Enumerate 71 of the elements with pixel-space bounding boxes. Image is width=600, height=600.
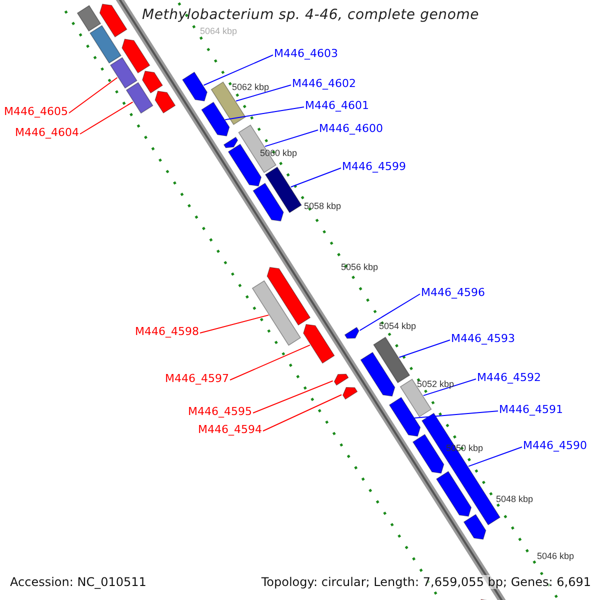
position-label: 5046 kbp (537, 551, 574, 562)
gene-feature (266, 266, 311, 326)
gene-label: M446_4603 (274, 47, 338, 61)
gene-block (264, 166, 302, 214)
leader-line (230, 344, 310, 380)
gene-feature (201, 102, 230, 136)
leader-line (224, 106, 304, 120)
gene-label: M446_4604 (15, 126, 79, 140)
gene-label: M446_4599 (342, 160, 406, 174)
leader-line (468, 446, 522, 467)
gene-feature (344, 326, 360, 339)
position-label: 5064 kbp (200, 26, 238, 37)
gene-label: M446_4593 (451, 332, 515, 346)
position-label: 5058 kbp (304, 201, 342, 212)
gene-feature (228, 144, 262, 186)
title: Methylobacterium sp. 4-46, complete genome (142, 8, 480, 22)
position-label: 5054 kbp (379, 321, 416, 332)
gene-label: M446_4591 (499, 403, 563, 417)
gene-feature (99, 4, 128, 38)
leader-line (203, 54, 274, 86)
leader-line (422, 378, 476, 396)
gene-feature (154, 90, 176, 114)
gene-label: M446_4598 (135, 325, 199, 339)
gene-block (76, 5, 102, 32)
leader-line (262, 394, 342, 432)
leader-line (414, 410, 498, 419)
leader-line (290, 168, 342, 188)
gene-label: M446_4596 (421, 286, 485, 300)
leader-line (264, 130, 318, 147)
leader-line (200, 314, 270, 334)
gene-block (90, 25, 122, 64)
gene-label: M446_4592 (477, 371, 541, 385)
gene-feature (122, 38, 150, 74)
position-label: 5052 kbp (417, 379, 454, 390)
gene-label: M446_4600 (319, 122, 383, 136)
leader-line (80, 102, 134, 134)
gene-feature (182, 72, 208, 102)
gene-feature (223, 136, 238, 148)
position-label: 5062 kbp (232, 82, 270, 93)
gene-feature (142, 70, 164, 94)
gene-feature (463, 514, 486, 540)
gene-feature (334, 374, 349, 386)
gene-feature (342, 387, 358, 400)
gene-feature (412, 434, 444, 474)
position-label: 5050 kbp (446, 443, 484, 454)
leader-line (68, 77, 118, 114)
gene-block (126, 82, 154, 114)
gene-block (252, 280, 302, 346)
leader-line (359, 294, 420, 331)
gene-label: M446_4590 (523, 439, 587, 453)
position-label: 5060 kbp (260, 148, 298, 159)
gene-label: M446_4595 (188, 405, 252, 419)
gene-feature (303, 324, 335, 364)
accession-text: Accession: NC_010511 (10, 575, 146, 589)
gene-feature (252, 182, 284, 222)
gene-feature (360, 352, 396, 397)
gene-feature (388, 396, 421, 437)
gene-label: M446_4594 (198, 423, 262, 437)
gene-feature (436, 470, 472, 517)
leader-line (252, 380, 334, 414)
position-label: 5048 kbp (496, 494, 534, 505)
gene-label: M446_4605 (4, 105, 68, 119)
gene-label: M446_4602 (292, 77, 356, 91)
gene-block (110, 57, 138, 89)
genome-info-text: Topology: circular; Length: 7,659,055 bp; Genes: 6,691 (261, 575, 591, 589)
leader-line (236, 84, 292, 102)
gene-label: M446_4601 (305, 99, 369, 113)
position-label: 5056 kbp (341, 262, 378, 273)
leader-line (398, 340, 450, 358)
gene-label: M446_4597 (165, 372, 229, 386)
gene-block (373, 336, 410, 384)
